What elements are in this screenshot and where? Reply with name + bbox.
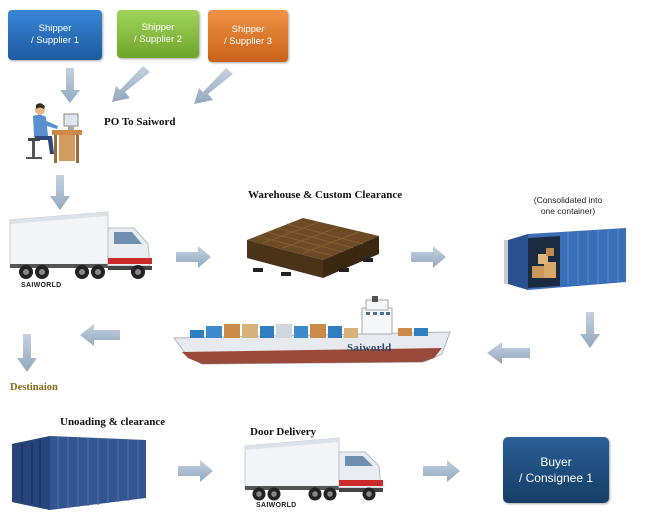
truck-bottom-brand: SAIWORLD	[256, 502, 297, 509]
po-label: PO To Saiword	[104, 116, 176, 128]
buyer-line2: / Consignee 1	[518, 471, 594, 485]
shipper-2-line1: Shipper	[141, 22, 175, 33]
shipper-1-line1: Shipper	[38, 23, 72, 34]
buyer-box: Buyer / Consignee 1	[503, 437, 609, 503]
arrow-right-to-buyer	[423, 460, 460, 482]
shipper-1-line2: / Supplier 1	[30, 35, 80, 46]
arrow-right-to-truck-bottom	[178, 460, 213, 482]
arrow-left-to-ship	[487, 342, 530, 364]
arrow-right-to-container	[411, 246, 446, 268]
arrow-down-shipper1	[60, 68, 80, 103]
ship-brand: Saiworld	[347, 342, 392, 354]
buyer-line1: Buyer	[540, 455, 572, 469]
truck-top-brand: SAIWORLD	[21, 282, 62, 289]
closed-container-icon	[12, 436, 146, 510]
door-delivery-label: Door Delivery	[250, 426, 317, 438]
arrow-diag-shipper3	[194, 68, 233, 104]
arrow-down-from-container	[580, 312, 600, 348]
arrow-diag-shipper2	[112, 66, 150, 102]
unloading-label: Unoading & clearance	[60, 416, 166, 428]
arrow-down-to-destination	[17, 334, 37, 372]
shipper-box-3: Shipper / Supplier 3	[208, 10, 288, 62]
shipper-3-line1: Shipper	[231, 24, 265, 35]
shipper-box-1: Shipper / Supplier 1	[8, 10, 102, 60]
warehouse-label: Warehouse & Custom Clearance	[248, 189, 403, 201]
consolidated-line1: (Consolidated into	[533, 195, 603, 205]
warehouse-icon	[247, 218, 379, 278]
shipper-box-2: Shipper / Supplier 2	[117, 10, 199, 58]
shipper-2-line2: / Supplier 2	[133, 34, 183, 45]
open-container-icon	[504, 228, 626, 290]
person-computer-icon	[26, 103, 82, 163]
arrow-left-from-ship	[80, 324, 120, 346]
shipper-3-line2: / Supplier 3	[223, 36, 273, 47]
consolidated-line2: one container)	[540, 206, 596, 216]
arrow-right-to-warehouse	[176, 246, 211, 268]
truck-bottom-icon	[244, 437, 383, 501]
arrow-down-to-truck	[50, 175, 70, 210]
consolidated-label: (Consolidated into one container)	[512, 195, 624, 217]
truck-top-icon	[9, 211, 152, 279]
destination-label: Destinaion	[10, 382, 58, 393]
cargo-ship-icon	[173, 296, 451, 365]
